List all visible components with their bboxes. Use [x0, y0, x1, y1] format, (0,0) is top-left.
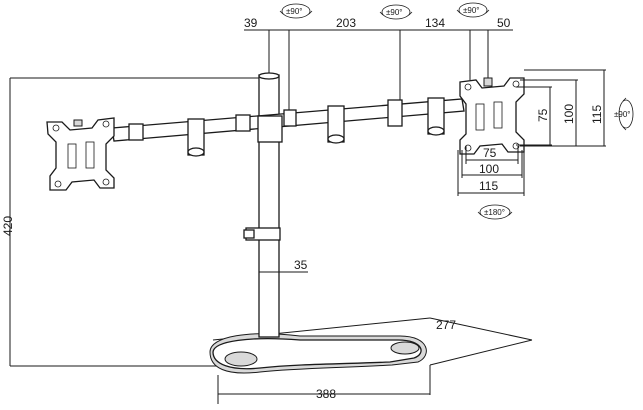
dim-vesa-v-75: 75: [536, 108, 550, 122]
dim-arm-left-offset: 39: [244, 16, 258, 30]
crossbar-arm: [111, 97, 465, 157]
dim-base-width: 388: [316, 387, 336, 401]
dim-arm-right-length: 134: [425, 16, 445, 30]
dim-vesa-h-100: 100: [479, 162, 499, 176]
rotation-label-tilt: ±90°: [614, 110, 631, 119]
stand-base: [209, 333, 427, 374]
pole: [243, 72, 281, 338]
dim-arm-right-offset: 50: [497, 16, 511, 30]
dim-pole-diameter: 35: [294, 258, 308, 272]
rotation-icon-middle-arm: ±90°: [379, 4, 413, 20]
rotation-icon-left-arm: ±90°: [279, 3, 313, 19]
dim-vesa-h-115: 115: [479, 179, 498, 193]
vesa-horizontal-dimensions: [457, 146, 525, 196]
height-dimension-line: [9, 77, 268, 367]
vesa-vertical-dimensions: [516, 69, 606, 147]
rotation-icon-rotate: ±180°: [477, 204, 513, 220]
top-dimension-line: [244, 29, 513, 112]
dim-base-depth: 277: [436, 318, 456, 332]
dim-vesa-v-115: 115: [590, 105, 604, 124]
rotation-label-rotate: ±180°: [484, 208, 505, 217]
right-vesa-plate: [459, 77, 525, 155]
dim-total-height: 420: [1, 216, 15, 236]
rotation-label-right-arm: ±90°: [463, 6, 480, 15]
dim-arm-left-length: 203: [336, 16, 356, 30]
rotation-icon-tilt: ±90°: [614, 97, 634, 131]
rotation-label-left-arm: ±90°: [286, 7, 303, 16]
left-vesa-plate: [46, 117, 115, 191]
dim-vesa-v-100: 100: [562, 104, 576, 124]
dim-vesa-h-75: 75: [483, 146, 497, 160]
rotation-icon-right-arm: ±90°: [456, 2, 490, 18]
rotation-label-middle-arm: ±90°: [386, 8, 403, 17]
